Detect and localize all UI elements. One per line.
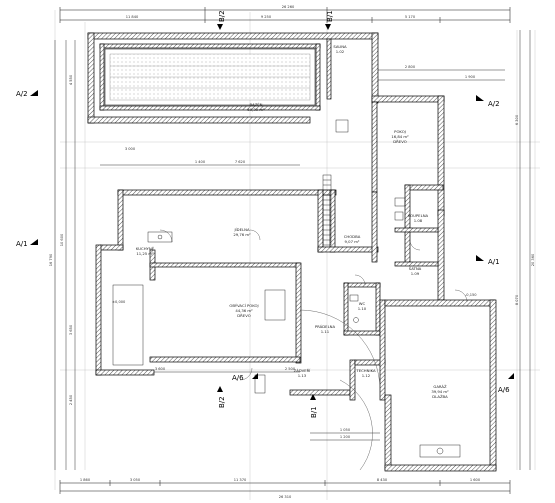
dim-mid-m: 2 500 xyxy=(285,367,296,371)
section-a6-right: A/6 xyxy=(498,386,510,394)
room-sauna: SAUNA xyxy=(333,44,347,49)
room-pool: BAZÉN xyxy=(249,102,262,107)
room-entrance: ZÁDVEŘÍ xyxy=(294,368,311,373)
dim-mid-c: 3 650 xyxy=(69,324,73,335)
room-garage-floor: DLAŽBA xyxy=(432,394,448,399)
room-garage: GARÁŽ xyxy=(433,384,447,389)
room-technical-num: 1.12 xyxy=(362,373,371,378)
room-living: OBÝVACÍ POKOJ xyxy=(229,303,258,308)
dim-top-right: 5 170 xyxy=(405,15,416,19)
room-sauna-num: 1.02 xyxy=(336,49,345,54)
section-a1-right: A/1 xyxy=(488,258,500,266)
dim-top-left: 11 840 xyxy=(126,15,139,19)
room-wc: WC xyxy=(359,301,366,306)
room-dining-area: 29,76 m² xyxy=(233,232,251,237)
room-living-area: 44,36 m² xyxy=(235,308,253,313)
room-top-right-area: 16,84 m² xyxy=(391,134,409,139)
section-a1-left: A/1 xyxy=(16,240,28,248)
room-garage-area: 39,94 m² xyxy=(431,389,449,394)
room-hall-area: 9,07 m² xyxy=(345,239,360,244)
section-labels: A/2 A/2 A/1 A/1 A/6 A/6 B/2 B/1 B/2 B/1 xyxy=(16,10,510,418)
dim-mid-f: 8 070 xyxy=(515,294,519,305)
dim-left-total: 16 790 xyxy=(49,253,53,266)
room-laundry: PRÁDELNA xyxy=(315,324,336,329)
dim-right-total: 20 360 xyxy=(531,253,535,266)
dim-mid-k: 1 200 xyxy=(340,435,351,439)
room-pantry-num: 1.09 xyxy=(411,271,420,276)
dim-mid-h: 3 600 xyxy=(155,367,166,371)
dim-bottom-e: 1 600 xyxy=(470,478,481,482)
fixtures xyxy=(112,119,461,458)
dim-mid-d: 2 450 xyxy=(69,394,73,405)
dim-bottom-b: 3 050 xyxy=(130,478,141,482)
room-hall: CHODBA xyxy=(344,234,361,239)
dim-bottom-a: 1 860 xyxy=(80,478,91,482)
room-bathroom: KOUPELNA xyxy=(408,213,429,218)
room-entrance-num: 1.13 xyxy=(298,373,307,378)
dim-mid-l: 3 000 xyxy=(125,147,136,151)
dimension-texts: 26 260 11 840 9 250 5 170 2 800 1 900 26… xyxy=(49,5,535,499)
room-kitchen: KUCHYNĚ xyxy=(136,246,155,251)
room-top-right-floor: DŘEVO xyxy=(393,139,406,144)
dim-top-a: 2 800 xyxy=(405,65,416,69)
room-kitchen-area: 11,25 m² xyxy=(136,251,154,256)
walls xyxy=(87,32,497,472)
level-a: ±0,000 xyxy=(112,300,126,304)
dim-mid-i: 7 620 xyxy=(235,160,246,164)
pool-lines xyxy=(110,65,310,89)
room-pantry: ŠATNA xyxy=(409,266,422,271)
section-b2-top: B/2 xyxy=(218,10,226,22)
room-labels: BAZÉN 50,39 m² SAUNA 1.02 POKOJ 16,84 m²… xyxy=(136,44,449,399)
dim-bottom-d: 8 430 xyxy=(377,478,388,482)
room-bathroom-num: 1.08 xyxy=(414,218,423,223)
dim-bottom-c: 11 370 xyxy=(234,478,247,482)
dim-top-mid: 9 250 xyxy=(261,15,272,19)
dim-mid-j: 1 050 xyxy=(340,428,351,432)
room-laundry-num: 1.11 xyxy=(321,329,330,334)
section-b2-bottom: B/2 xyxy=(218,396,226,408)
section-b1-bottom: B/1 xyxy=(310,406,318,418)
room-top-right: POKOJ xyxy=(394,129,406,134)
level-b: -0,150 xyxy=(465,293,477,297)
dim-mid-a: 4 550 xyxy=(69,74,73,85)
section-a2-left: A/2 xyxy=(16,90,28,98)
dim-mid-b: 10 600 xyxy=(60,233,64,246)
section-a6-mid: A/6 xyxy=(232,374,244,382)
section-a2-right: A/2 xyxy=(488,100,500,108)
dim-mid-e: 6 300 xyxy=(515,114,519,125)
room-technical: TECHNIKA xyxy=(355,368,376,373)
dim-mid-g: 1 400 xyxy=(195,160,206,164)
dimension-lines xyxy=(54,7,531,494)
door-swings xyxy=(159,229,468,471)
room-pool-area: 50,39 m² xyxy=(247,107,265,112)
room-dining: JÍDELNA xyxy=(233,227,250,232)
dim-top-b: 1 900 xyxy=(465,75,476,79)
room-wc-num: 1.10 xyxy=(358,306,367,311)
section-markers xyxy=(30,24,514,400)
staircase xyxy=(322,174,332,246)
section-b1-top: B/1 xyxy=(326,10,334,22)
dim-top-total: 26 260 xyxy=(282,5,295,9)
room-living-floor: DŘEVO xyxy=(237,313,250,318)
pool-basin xyxy=(104,48,316,106)
dim-bottom-total: 26 310 xyxy=(279,495,292,499)
